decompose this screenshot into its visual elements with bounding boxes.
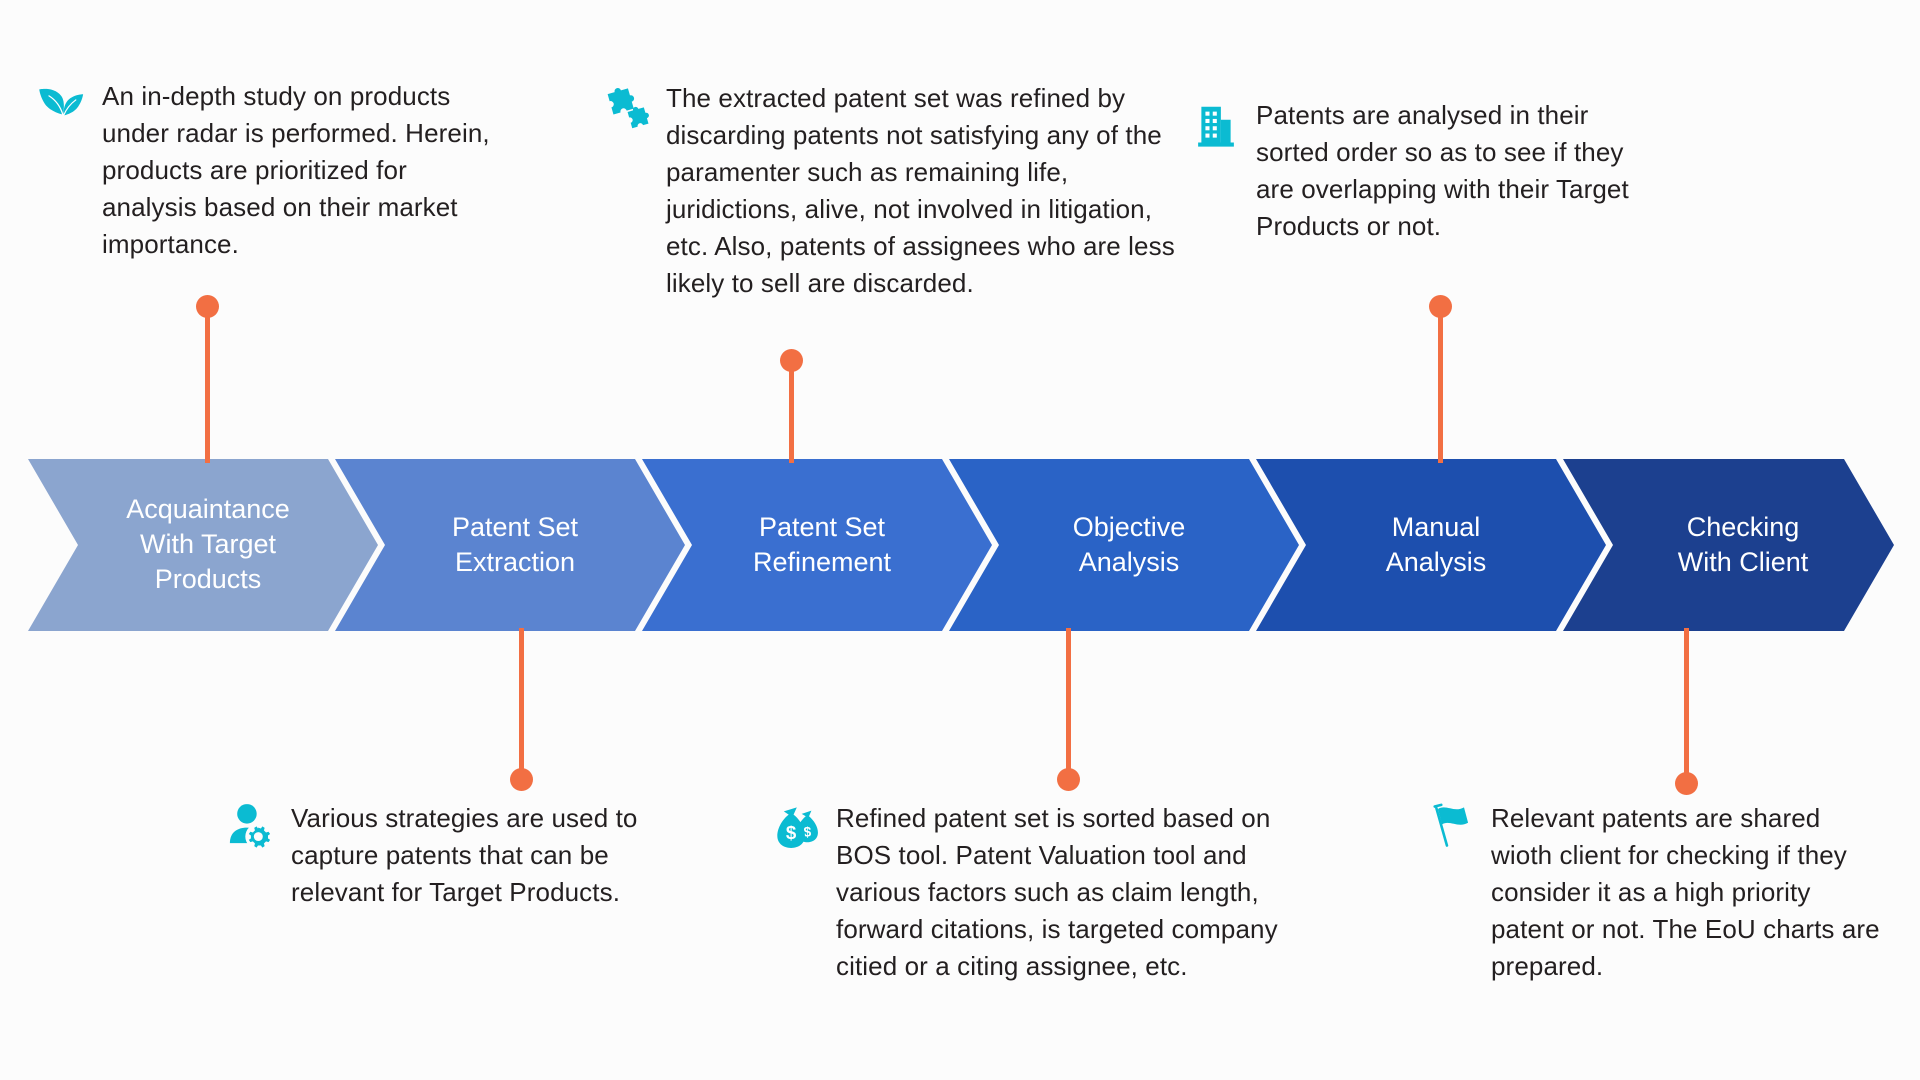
svg-text:$: $ bbox=[786, 822, 797, 843]
chevron-step-6[interactable] bbox=[1563, 459, 1894, 631]
connector-dot bbox=[1429, 295, 1452, 318]
flag-icon bbox=[1425, 800, 1477, 852]
svg-text:$: $ bbox=[804, 824, 812, 840]
chevron-step-5[interactable] bbox=[1256, 459, 1606, 631]
callout-top-1: An in-depth study on products under rada… bbox=[36, 78, 506, 263]
chevron-step-1[interactable] bbox=[28, 459, 378, 631]
connector-dot bbox=[780, 349, 803, 372]
connector-dot bbox=[1057, 768, 1080, 791]
callout-bottom-2: $ $ Refined patent set is sorted based o… bbox=[770, 800, 1290, 985]
chevron-step-3[interactable] bbox=[642, 459, 992, 631]
callout-text: Relevant patents are shared wioth client… bbox=[1491, 803, 1880, 981]
connector-line bbox=[1438, 306, 1443, 463]
callout-text: Various strategies are used to capture p… bbox=[291, 803, 638, 907]
connector-line bbox=[1066, 628, 1071, 780]
callout-text: An in-depth study on products under rada… bbox=[102, 81, 490, 259]
connector-dot bbox=[1675, 772, 1698, 795]
callout-text: Patents are analysed in their sorted ord… bbox=[1256, 100, 1629, 241]
money-bags-icon: $ $ bbox=[770, 800, 822, 852]
connector-line bbox=[1684, 628, 1689, 784]
chevron-step-4[interactable] bbox=[949, 459, 1299, 631]
callout-bottom-3: Relevant patents are shared wioth client… bbox=[1425, 800, 1885, 985]
connector-line bbox=[519, 628, 524, 780]
connector-line bbox=[205, 306, 210, 463]
callout-text: Refined patent set is sorted based on BO… bbox=[836, 803, 1278, 981]
puzzle-pieces-icon bbox=[600, 80, 652, 132]
connector-dot bbox=[510, 768, 533, 791]
user-settings-icon bbox=[225, 800, 277, 852]
callout-top-2: The extracted patent set was refined by … bbox=[600, 80, 1190, 302]
callout-bottom-1: Various strategies are used to capture p… bbox=[225, 800, 645, 911]
connector-dot bbox=[196, 295, 219, 318]
connector-line bbox=[789, 360, 794, 463]
process-flow-band: Acquaintance With Target Products Patent… bbox=[28, 459, 1894, 631]
chevron-step-2[interactable] bbox=[335, 459, 685, 631]
leaf-sprout-icon bbox=[36, 78, 88, 130]
callout-text: The extracted patent set was refined by … bbox=[666, 83, 1175, 298]
office-building-icon bbox=[1190, 97, 1242, 149]
callout-top-3: Patents are analysed in their sorted ord… bbox=[1190, 97, 1640, 245]
